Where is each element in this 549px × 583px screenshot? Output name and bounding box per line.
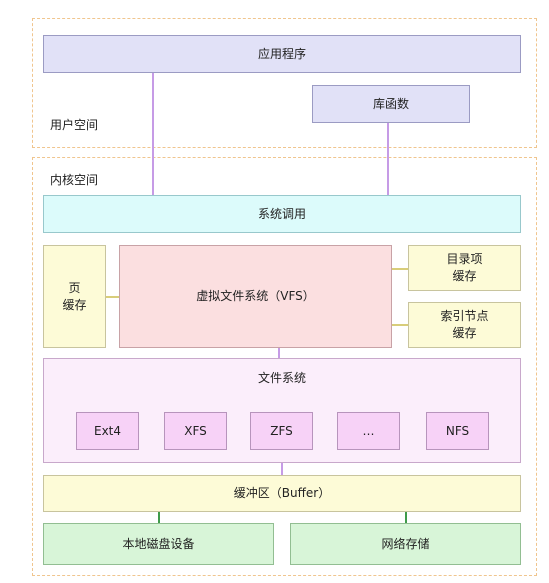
filesystems-title: 文件系统 [257, 371, 306, 385]
user-space-label: 用户空间 [50, 118, 99, 132]
fs-item-nfs: NFS [426, 412, 489, 450]
page-cache-box: 页 缓存 [43, 245, 106, 348]
pagecache-to-vfs-connector [106, 296, 119, 298]
kernel-space-label: 内核空间 [50, 173, 99, 187]
fs-item-zfs: ZFS [250, 412, 313, 450]
inode-cache-box: 索引节点 缓存 [408, 302, 521, 348]
syscall-box: 系统调用 [43, 195, 521, 233]
kernel-space-region [32, 157, 537, 576]
application-box: 应用程序 [43, 35, 521, 73]
network-storage-box: 网络存储 [290, 523, 521, 565]
fs-item-xfs: XFS [164, 412, 227, 450]
buffer-box: 缓冲区（Buffer） [43, 475, 521, 512]
vfs-to-fs-connector [278, 348, 280, 358]
buffer-to-local-connector [158, 512, 160, 523]
fs-to-buffer-connector [281, 463, 283, 475]
buffer-to-network-connector [405, 512, 407, 523]
app-to-syscall-connector [152, 72, 154, 195]
library-to-syscall-connector [387, 123, 389, 195]
local-disk-box: 本地磁盘设备 [43, 523, 274, 565]
user-space-region [32, 18, 537, 148]
fs-item-ext4: Ext4 [76, 412, 139, 450]
dentry-cache-box: 目录项 缓存 [408, 245, 521, 291]
vfs-to-inode-connector [392, 324, 408, 326]
vfs-to-dentry-connector [392, 268, 408, 270]
vfs-box: 虚拟文件系统（VFS） [119, 245, 392, 348]
fs-item-more: … [337, 412, 400, 450]
library-box: 库函数 [312, 85, 470, 123]
